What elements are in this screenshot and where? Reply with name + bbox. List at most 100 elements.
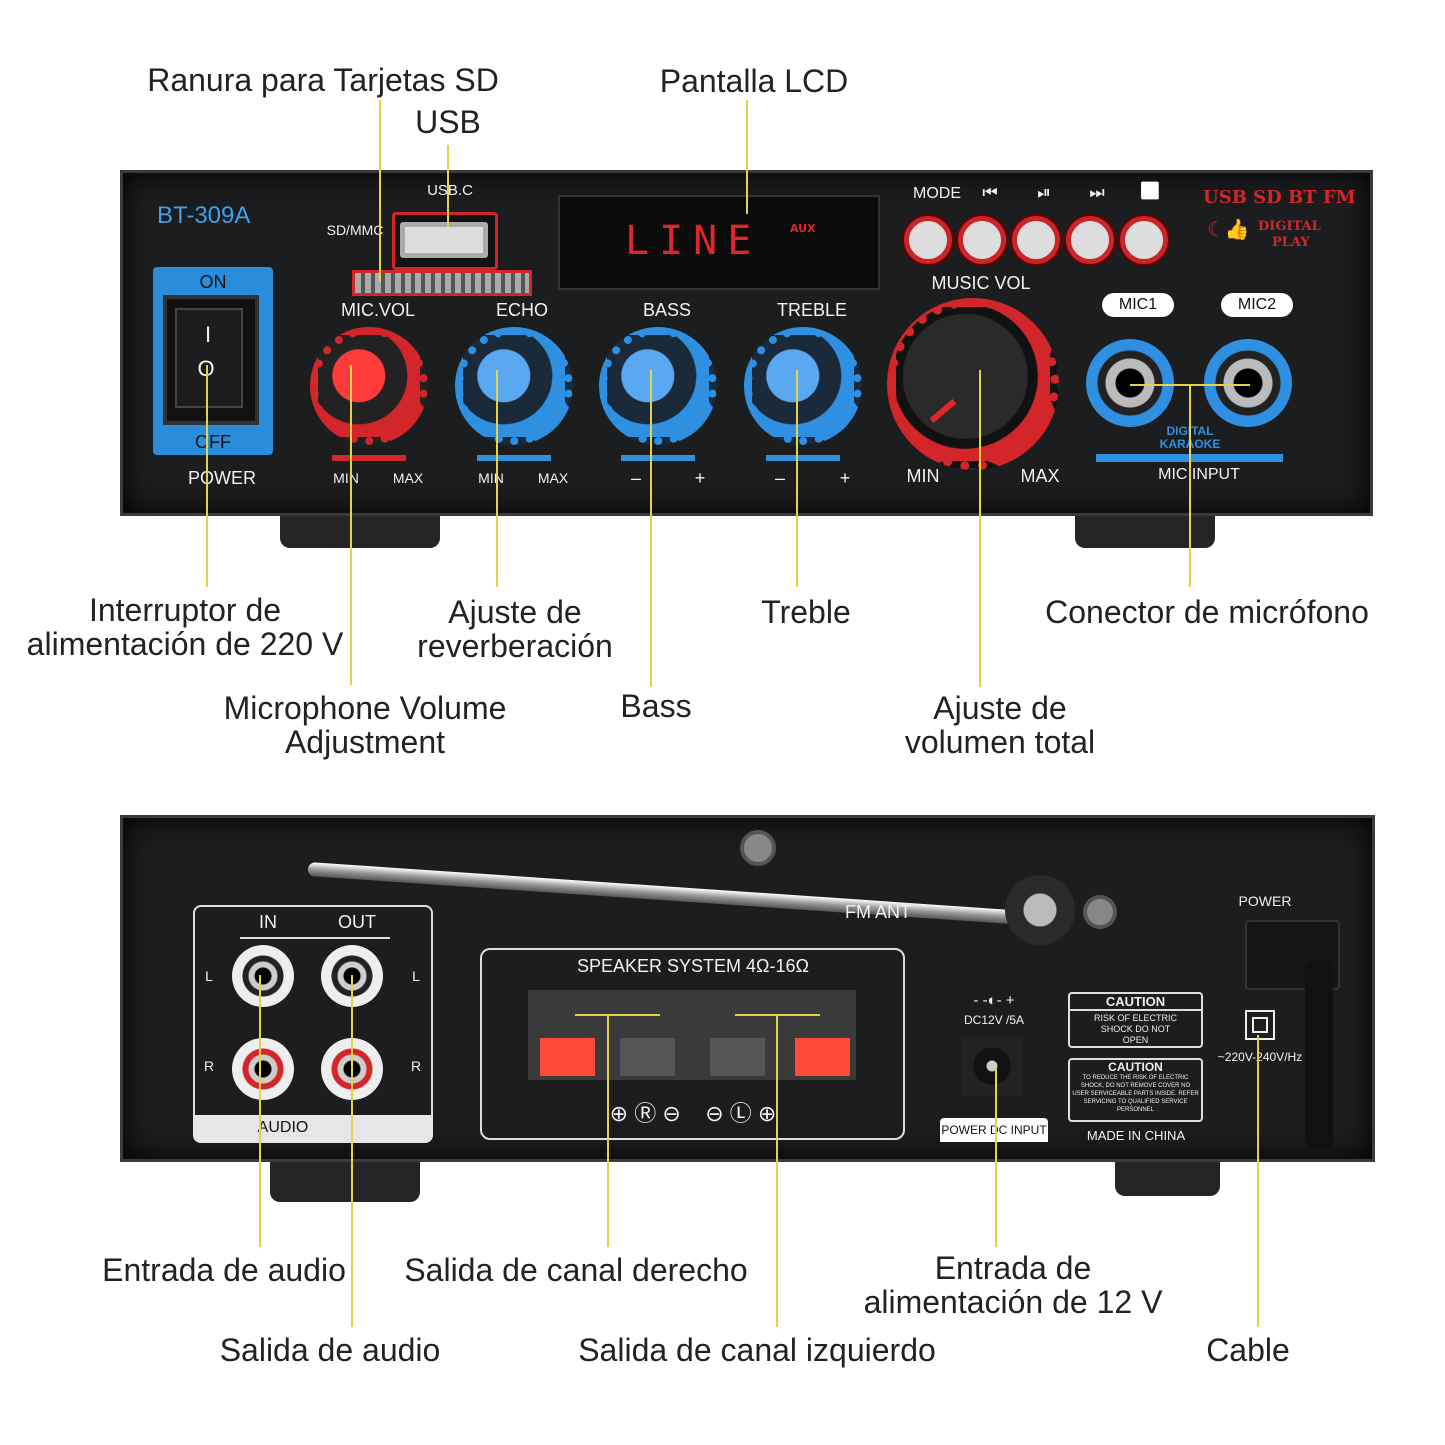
out-label: OUT: [338, 912, 376, 932]
echo-min: MIN: [478, 470, 504, 486]
foot: [280, 512, 440, 548]
power-rocker[interactable]: [175, 308, 243, 408]
echo-scale: [477, 455, 551, 461]
lcd-aux: AUX: [790, 222, 816, 235]
caution-title: CAUTION: [1108, 1060, 1163, 1074]
callout-line: Ajuste de: [448, 594, 582, 630]
leader-line: [650, 370, 652, 687]
in-out-divider: [240, 937, 390, 939]
treble-knob[interactable]: [744, 327, 862, 445]
mic-vol-label: MIC.VOL: [340, 300, 416, 320]
dc-rating: DC12V /5A: [963, 1013, 1025, 1027]
mic1-badge: MIC1: [1102, 293, 1174, 317]
callout-line: reverberación: [417, 628, 613, 664]
leader-line: [607, 1015, 609, 1247]
mic2-badge: MIC2: [1221, 293, 1293, 317]
right-label: R: [203, 1058, 215, 1074]
callout-line: Microphone Volume: [223, 690, 507, 726]
treble-max: +: [839, 468, 851, 488]
left-positive-terminal[interactable]: [795, 1038, 850, 1076]
screw: [740, 830, 776, 866]
leader-line: [496, 370, 498, 587]
callout-treble: Treble: [761, 594, 851, 630]
leader-line: [1130, 384, 1250, 386]
left-negative-terminal[interactable]: [710, 1038, 765, 1076]
mic-vol-scale: [332, 455, 406, 461]
callout-line: Entrada de: [934, 1250, 1092, 1286]
bass-label: BASS: [642, 300, 692, 320]
repeat-button[interactable]: [1120, 216, 1168, 264]
prev-button[interactable]: [958, 216, 1006, 264]
mic2-jack[interactable]: [1204, 339, 1292, 427]
mic-input-label: MIC INPUT: [1158, 466, 1240, 483]
leader-line: [1257, 1035, 1259, 1327]
screw: [1083, 895, 1117, 929]
brand-line1: USB SD BT FM: [1203, 187, 1356, 208]
bass-knob[interactable]: [599, 327, 717, 445]
callout-audio-out: Salida de audio: [219, 1332, 441, 1368]
antenna-mount: [1005, 875, 1075, 945]
dc-input-label: POWER DC INPUT: [940, 1118, 1048, 1142]
echo-label: ECHO: [495, 300, 549, 320]
speaker-system-label: SPEAKER SYSTEM 4Ω-16Ω: [577, 956, 809, 976]
audio-section: [193, 905, 433, 1143]
foot: [1115, 1158, 1220, 1196]
caution-body: RISK OF ELECTRIC SHOCK DO NOT OPEN: [1093, 1013, 1177, 1045]
sd-slot[interactable]: [352, 270, 532, 296]
callout-audio-in: Entrada de audio: [102, 1252, 346, 1288]
right-positive-terminal[interactable]: [540, 1038, 595, 1076]
power-label: POWER: [187, 468, 257, 488]
leader-line: [259, 975, 261, 1247]
mic-volume-knob[interactable]: [310, 327, 428, 445]
lcd-display: [558, 195, 880, 290]
music-vol-min: MIN: [906, 466, 940, 486]
caution-body: TO REDUCE THE RISK OF ELECTRIC SHOCK, DO…: [1072, 1075, 1199, 1113]
callout-cable: Cable: [1206, 1332, 1290, 1368]
in-label: IN: [259, 912, 277, 932]
caution-title: CAUTION: [1070, 994, 1201, 1011]
callout-left-out: Salida de canal izquierdo: [578, 1332, 936, 1368]
audio-in-left-jack[interactable]: [232, 945, 294, 1007]
switch-i: I: [204, 322, 212, 347]
callout-lcd: Pantalla LCD: [659, 63, 849, 99]
mic1-jack[interactable]: [1086, 339, 1174, 427]
leader-line: [379, 100, 381, 282]
music-vol-max: MAX: [1020, 466, 1060, 486]
bass-max: +: [694, 468, 706, 488]
audio-in-right-jack[interactable]: [232, 1038, 294, 1100]
caution-label-2: CAUTION TO REDUCE THE RISK OF ELECTRIC S…: [1068, 1058, 1203, 1122]
play-pause-icon: ⏯: [1037, 183, 1051, 202]
music-volume-knob[interactable]: [887, 298, 1059, 470]
mode-label: MODE: [913, 185, 961, 202]
thumbs-up-icon: ☾👍: [1207, 217, 1250, 241]
mode-button[interactable]: [904, 216, 952, 264]
callout-line: volumen total: [904, 724, 1096, 760]
mic-vol-min: MIN: [333, 470, 359, 486]
right-negative-terminal[interactable]: [620, 1038, 675, 1076]
power-cable: [1305, 960, 1333, 1150]
leader-line: [575, 1014, 660, 1016]
usb-label: USB.C: [427, 182, 473, 199]
double-insulation-icon: [1245, 1010, 1275, 1040]
echo-max: MAX: [537, 470, 569, 486]
dc-input-jack[interactable]: [962, 1036, 1022, 1096]
leader-line: [979, 370, 981, 687]
music-vol-label: MUSIC VOL: [931, 273, 1031, 293]
made-in-china: MADE IN CHINA: [1086, 1128, 1186, 1143]
speaker-polarity: ⊕ Ⓡ ⊖ ⊖ Ⓛ ⊕: [609, 1101, 777, 1126]
callout-line: Interruptor de: [88, 592, 282, 628]
leader-line: [351, 975, 353, 1327]
usb-socket[interactable]: [400, 222, 488, 258]
callout-line: Adjustment: [284, 724, 446, 760]
switch-on-label: ON: [199, 272, 227, 292]
echo-knob[interactable]: [455, 327, 573, 445]
play-pause-button[interactable]: [1012, 216, 1060, 264]
fm-ant-label: FM ANT: [845, 902, 911, 922]
prev-icon: ⏮: [982, 183, 998, 202]
repeat-icon: 🔁: [1140, 183, 1160, 200]
next-button[interactable]: [1066, 216, 1114, 264]
leader-line: [995, 1066, 997, 1247]
